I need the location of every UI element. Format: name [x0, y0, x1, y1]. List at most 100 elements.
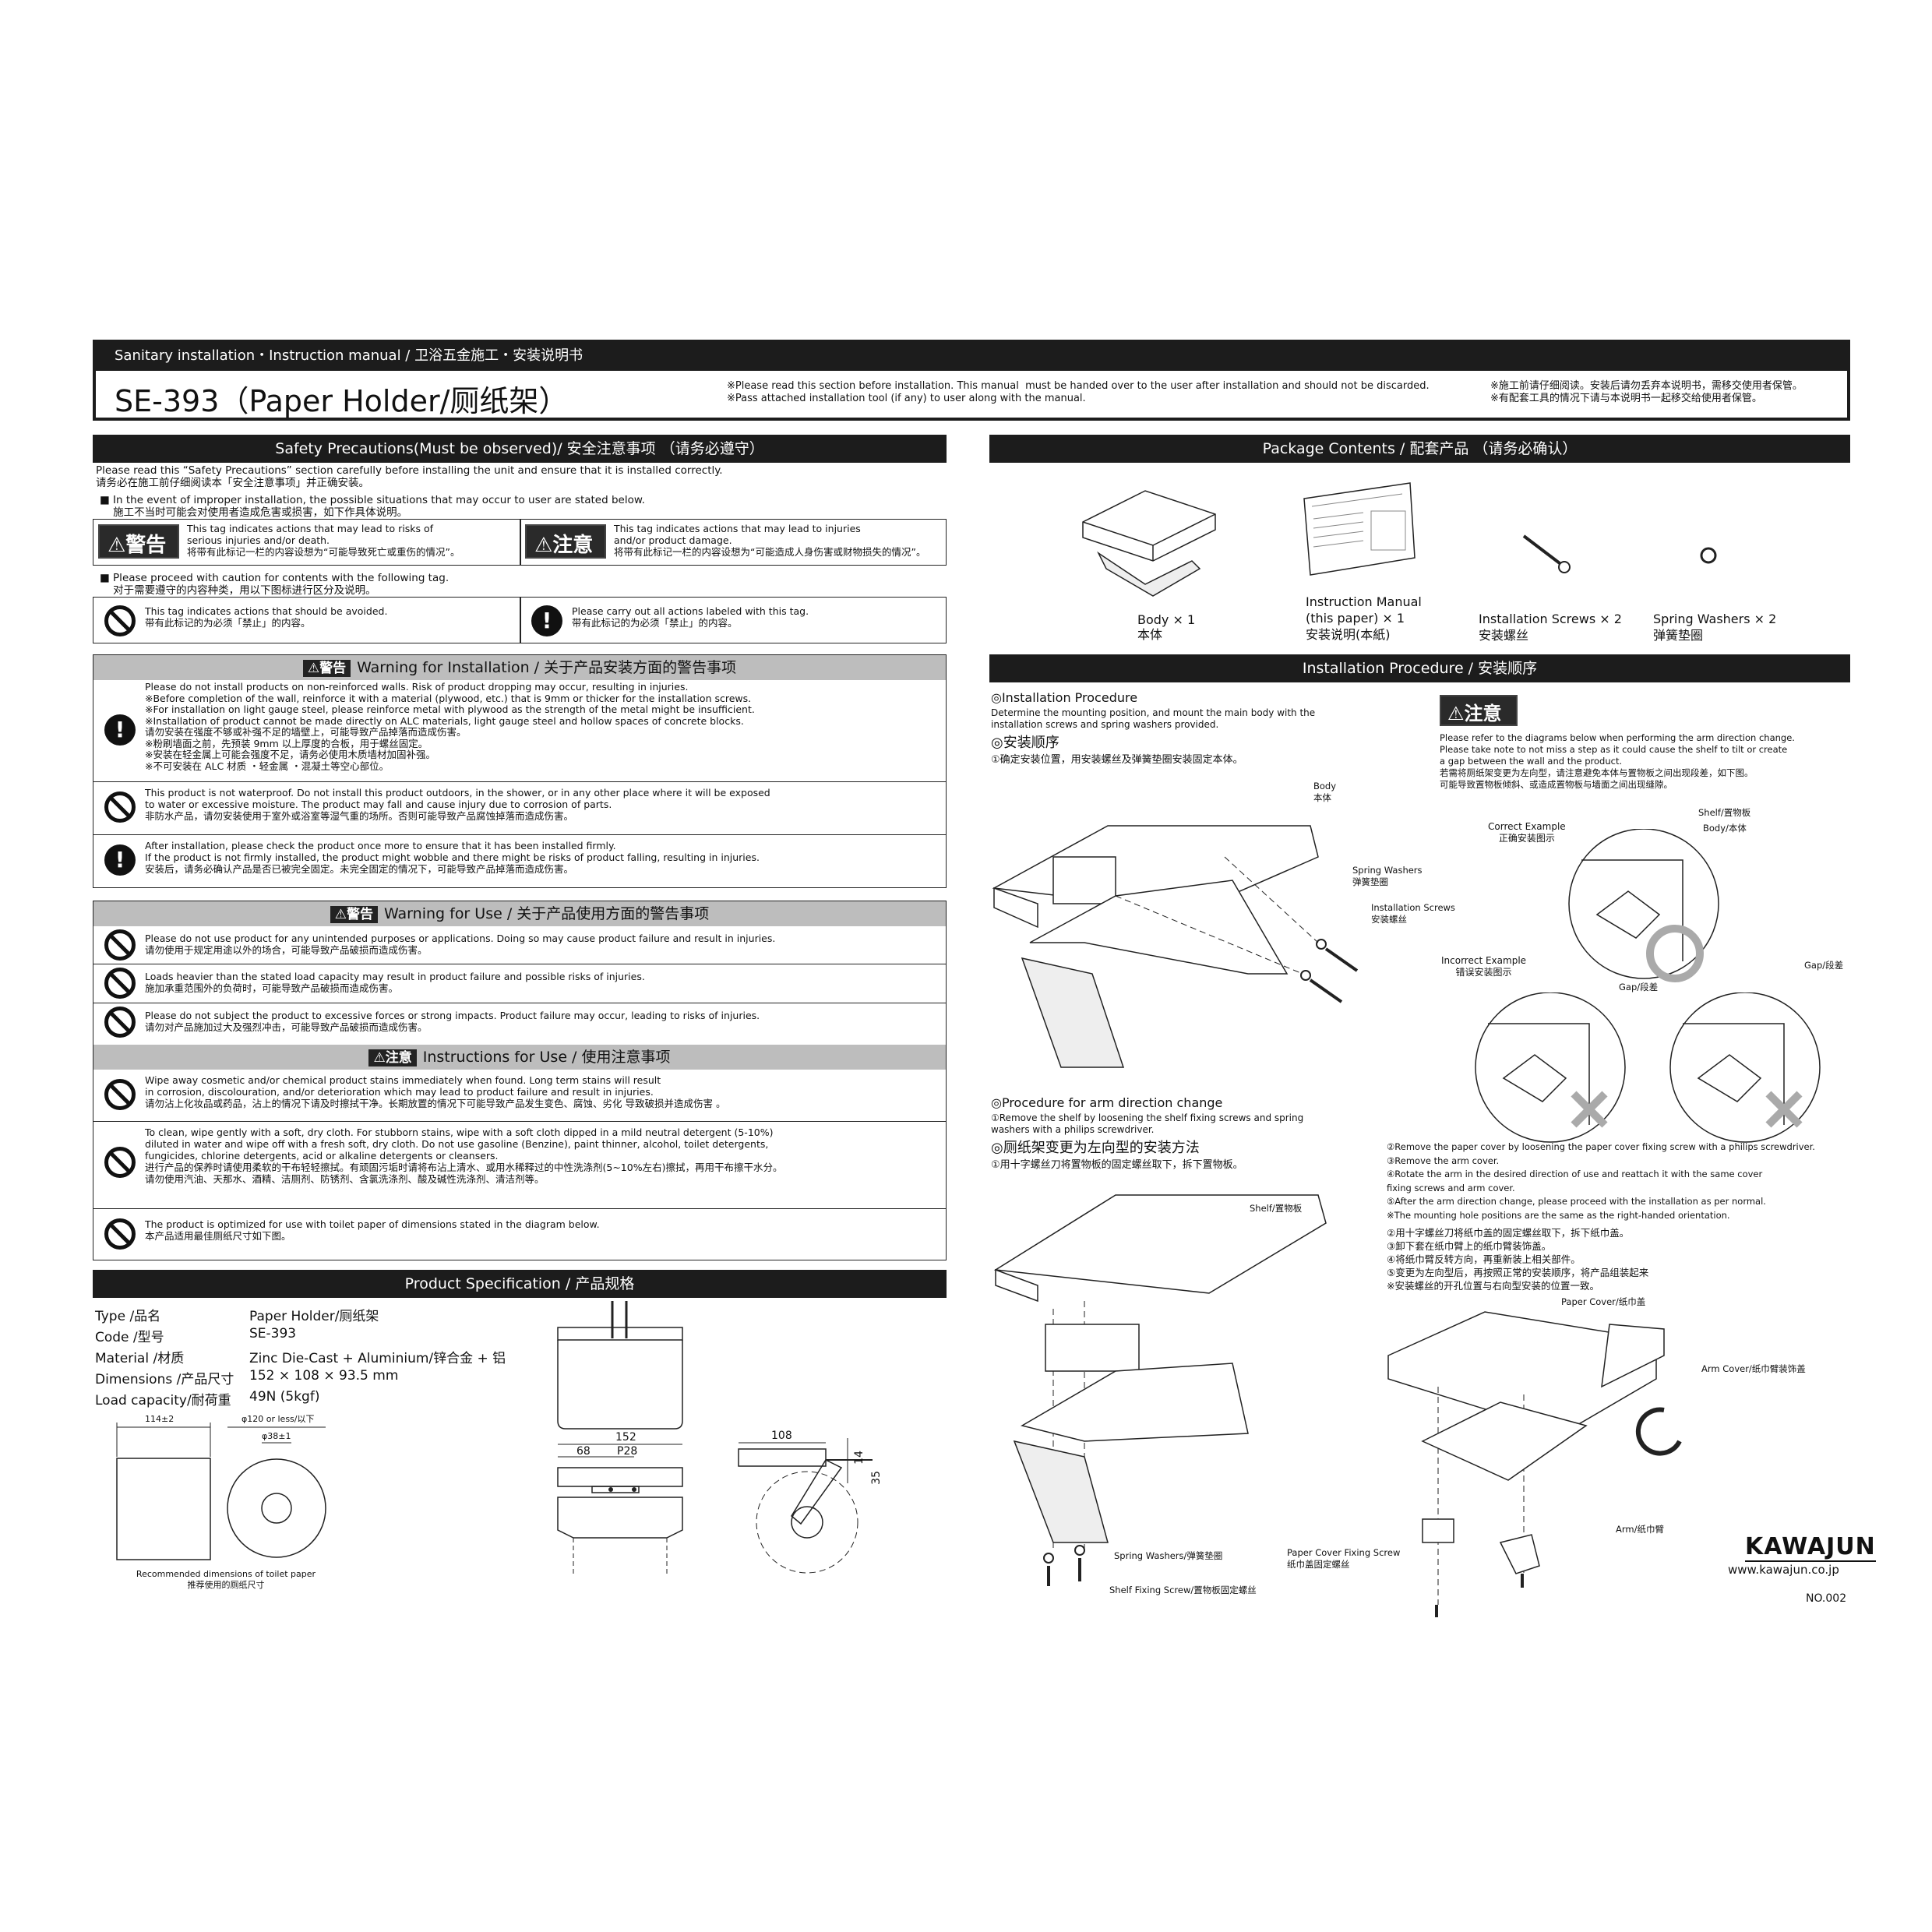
steps-cn: ②用十字螺丝刀将纸巾盖的固定螺丝取下，拆下纸巾盖。 ③卸下套在纸巾臂上的纸巾臂装… [1387, 1227, 1649, 1292]
warn-install-row-2: This product is not waterproof. Do not i… [93, 781, 946, 834]
symbol-legend-divider [520, 598, 521, 643]
spec-value: 49N (5kgf) [249, 1389, 320, 1405]
dim-38: φ38±1 [262, 1431, 291, 1441]
label-paper-cover-screw: Paper Cover Fixing Screw 纸巾盖固定螺丝 [1287, 1547, 1401, 1570]
spec-value: Paper Holder/厕纸架 [249, 1309, 379, 1324]
dim-114: 114±2 [145, 1414, 175, 1424]
install-text-cn: ①确定安装位置，用安装螺丝及弹簧垫圈安装固定本体。 [991, 754, 1243, 766]
warn-install-row-3: ! After installation, please check the p… [93, 834, 946, 888]
instr-use-heading: Instructions for Use / 使用注意事项 [422, 1049, 671, 1066]
instr-use-row-1: Wipe away cosmetic and/or chemical produ… [93, 1070, 946, 1119]
dim-14: 14 [853, 1451, 866, 1465]
warn-install-text-3: After installation, please check the pro… [145, 840, 760, 875]
warn-use-text-2: Loads heavier than the stated load capac… [145, 971, 645, 994]
document-number: NO.002 [1806, 1592, 1847, 1605]
tag-legend-divider [520, 520, 521, 565]
instr-use-text-1: Wipe away cosmetic and/or chemical produ… [145, 1074, 726, 1109]
arm-title-cn: ◎厕纸架变更为左向型的安装方法 [991, 1140, 1200, 1156]
manual-illustration [1303, 482, 1416, 576]
prohibited-icon [104, 968, 136, 999]
warn-install-text-1: Please do not install products on non-re… [145, 681, 755, 772]
procedure-caution-text: Please refer to the diagrams below when … [1440, 732, 1795, 790]
symbol-legend-box: This tag indicates actions that should b… [93, 597, 947, 643]
label-shelf-fixing-screw: Shelf Fixing Screw/置物板固定螺丝 [1109, 1585, 1257, 1595]
warn-install-tag: ⚠警告 [302, 660, 351, 677]
package-item-washers: Spring Washers × 2 弹簧垫圈 [1653, 612, 1777, 643]
label-arm-cover: Arm Cover/纸巾臂装饰盖 [1701, 1363, 1806, 1374]
prohibited-icon [104, 929, 136, 961]
product-dimension-drawing [557, 1301, 873, 1577]
mandatory-icon: ! [531, 605, 562, 636]
instr-use-row-3: The product is optimized for use with to… [93, 1208, 946, 1260]
package-heading: Package Contents / 配套产品 （请务必确认） [989, 435, 1850, 463]
dim-152: 152 [615, 1431, 636, 1444]
spec-row: Dimensions /产品尺寸 152 × 108 × 93.5 mm [95, 1367, 506, 1388]
label-shelf: Shelf/置物板 [1250, 1203, 1303, 1214]
mandatory-icon: ! [104, 714, 136, 746]
brand-url: www.kawajun.co.jp [1728, 1563, 1839, 1577]
label-gap-2: Gap/段差 [1804, 960, 1844, 971]
tag-legend-box: ⚠警告 This tag indicates actions that may … [93, 519, 947, 566]
mandatory-icon: ! [104, 844, 136, 876]
header-category: Sanitary installation・Instruction manual… [115, 347, 583, 364]
label-incorrect-example: Incorrect Example 错误安装图示 [1441, 955, 1527, 978]
spec-value: 152 × 108 × 93.5 mm [249, 1368, 399, 1384]
installation-diagram [992, 825, 1359, 1068]
warning-desc: This tag indicates actions that may lead… [187, 523, 460, 558]
label-arm: Arm/纸巾臂 [1616, 1524, 1664, 1535]
prohibited-icon [104, 1147, 136, 1178]
instr-use-text-2: To clean, wipe gently with a soft, dry c… [145, 1126, 783, 1185]
paper-caption: Recommended dimensions of toilet paper 推… [136, 1569, 316, 1590]
package-item-manual: Instruction Manual (this paper) × 1 安装说明… [1306, 594, 1422, 642]
spec-heading: Product Specification / 产品规格 [93, 1270, 947, 1298]
install-text-en: Determine the mounting position, and mou… [991, 707, 1316, 730]
warn-use-tag: ⚠警告 [330, 906, 378, 923]
correct-example-diagram [1568, 829, 1719, 982]
header-notice-cn: ※施工前请仔细阅读。安装后请勿丢弃本说明书，需移交使用者保管。 ※有配套工具的情… [1490, 380, 1803, 404]
label-body-correct: Body/本体 [1703, 823, 1747, 834]
label-spring-washers-2: Spring Washers/弹簧垫圈 [1114, 1550, 1223, 1561]
spec-row: Code /型号 SE-393 [95, 1325, 506, 1346]
arm-text-en: ①Remove the shelf by loosening the shelf… [991, 1112, 1304, 1135]
arm-text-cn: ①用十字螺丝刀将置物板的固定螺丝取下，拆下置物板。 [991, 1159, 1243, 1171]
warn-install-text-2: This product is not waterproof. Do not i… [145, 787, 770, 822]
prohibited-icon [104, 791, 136, 823]
spec-value: Zinc Die-Cast + Aluminium/锌合金 + 铝 [249, 1351, 506, 1366]
washer-illustration [1700, 547, 1717, 564]
spec-label: Dimensions /产品尺寸 [95, 1372, 234, 1387]
warn-use-heading-bar: ⚠警告 Warning for Use / 关于产品使用方面的警告事项 [93, 901, 946, 926]
safety-bullet-2: ■ Please proceed with caution for conten… [100, 572, 450, 597]
spec-label: Code /型号 [95, 1330, 164, 1345]
brand-logo: KAWAJUN [1745, 1533, 1876, 1562]
dim-108: 108 [771, 1430, 792, 1442]
label-paper-cover: Paper Cover/纸巾盖 [1561, 1296, 1646, 1307]
prohibited-icon [104, 1218, 136, 1250]
dim-35: 35 [870, 1471, 883, 1485]
safety-heading: Safety Precautions(Must be observed)/ 安全… [93, 435, 947, 463]
label-spring-washers: Spring Washers 弹簧垫圈 [1352, 865, 1423, 887]
body-illustration [1082, 490, 1216, 597]
screw-illustration [1522, 534, 1571, 573]
page-title: SE-393（Paper Holder/厕纸架） [115, 384, 569, 418]
safety-intro: Please read this “Safety Precautions” se… [96, 464, 723, 489]
install-title-en: ◎Installation Procedure [991, 690, 1138, 705]
label-correct-example: Correct Example 正确安装图示 [1488, 821, 1566, 844]
install-title-cn: ◎安装顺序 [991, 735, 1059, 751]
warn-use-row-1: Please do not use product for any uninte… [93, 926, 946, 964]
shelf-removal-diagram [993, 1194, 1327, 1586]
header-notice-en: ※Please read this section before install… [727, 380, 1430, 404]
warn-use-text-3: Please do not subject the product to exc… [145, 1010, 760, 1033]
label-body: Body 本体 [1313, 781, 1337, 803]
arm-change-diagram [1387, 1311, 1682, 1617]
safety-bullet-1: ■ In the event of improper installation,… [100, 494, 645, 519]
warn-use-section: ⚠警告 Warning for Use / 关于产品使用方面的警告事项 Pleas… [93, 901, 947, 1260]
warn-use-heading: Warning for Use / 关于产品使用方面的警告事项 [383, 905, 710, 922]
incorrect-example-diagram-2 [1669, 992, 1821, 1143]
procedure-heading: Installation Procedure / 安装顺序 [989, 654, 1850, 682]
dim-120: φ120 or less/以下 [242, 1414, 315, 1424]
spec-value: SE-393 [249, 1326, 297, 1341]
